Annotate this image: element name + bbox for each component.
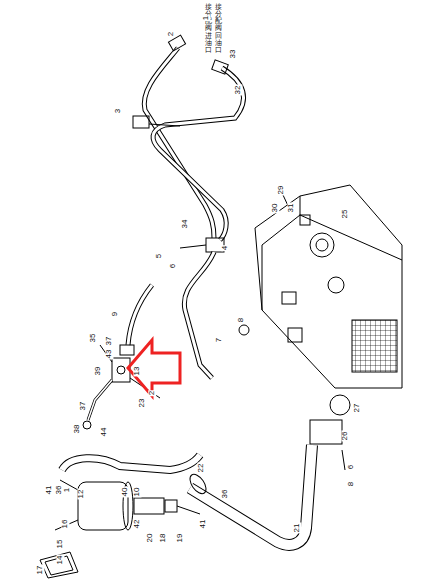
callout-number: 29: [277, 185, 285, 196]
callout-number: 34: [181, 219, 189, 230]
callout-number: 2: [167, 31, 175, 37]
callout-number: 36: [221, 489, 229, 500]
callout-number: 22: [197, 463, 205, 474]
callout-number: 13: [133, 366, 141, 377]
callout-number: 3: [114, 108, 122, 114]
callout-number: 31: [287, 203, 295, 214]
callout-number: 18: [159, 533, 167, 544]
callout-number: 2: [148, 390, 156, 396]
port-note: 接分配阀回油口: [215, 4, 222, 54]
callout-number: 44: [100, 427, 108, 438]
callout-number: 17: [36, 565, 44, 576]
callout-number: 41: [199, 519, 207, 530]
callout-number: 38: [73, 424, 81, 435]
callout-number: 6: [169, 263, 177, 269]
callout-number: 10: [133, 487, 141, 498]
callout-number: 21: [293, 523, 301, 534]
callout-number: 35: [89, 333, 97, 344]
callout-number: 42: [133, 519, 141, 530]
callout-number: 1: [202, 15, 210, 21]
callout-number: 4: [221, 245, 229, 251]
callout-number: 7: [215, 337, 223, 343]
callout-number: 19: [176, 533, 184, 544]
callout-number: 8: [237, 317, 245, 323]
callout-number: 37: [79, 401, 87, 412]
callout-number: 43: [105, 349, 113, 360]
callout-number: 40: [121, 487, 129, 498]
callout-number: 41: [45, 485, 53, 496]
callout-number: 39: [94, 366, 102, 377]
callout-number: 1: [63, 487, 71, 493]
callout-number: 33: [229, 49, 237, 60]
callout-number: 20: [146, 533, 154, 544]
callout-number: 8: [347, 481, 355, 487]
callout-number: 37: [105, 336, 113, 347]
callout-number: 16: [61, 519, 69, 530]
port-note: 接分配阀进油口: [205, 4, 212, 54]
callout-number: 26: [341, 431, 349, 442]
callout-number: 25: [341, 209, 349, 220]
callout-number: 23: [138, 398, 146, 409]
callout-number: 5: [155, 253, 163, 259]
callout-number: 12: [77, 489, 85, 500]
callout-number: 6: [347, 464, 355, 470]
callout-number: 30: [271, 203, 279, 214]
callout-number: 9: [111, 311, 119, 317]
callout-number: 32: [234, 85, 242, 96]
callout-number: 15: [56, 539, 64, 550]
callout-number: 27: [353, 403, 361, 414]
callout-number: 14: [56, 555, 64, 566]
